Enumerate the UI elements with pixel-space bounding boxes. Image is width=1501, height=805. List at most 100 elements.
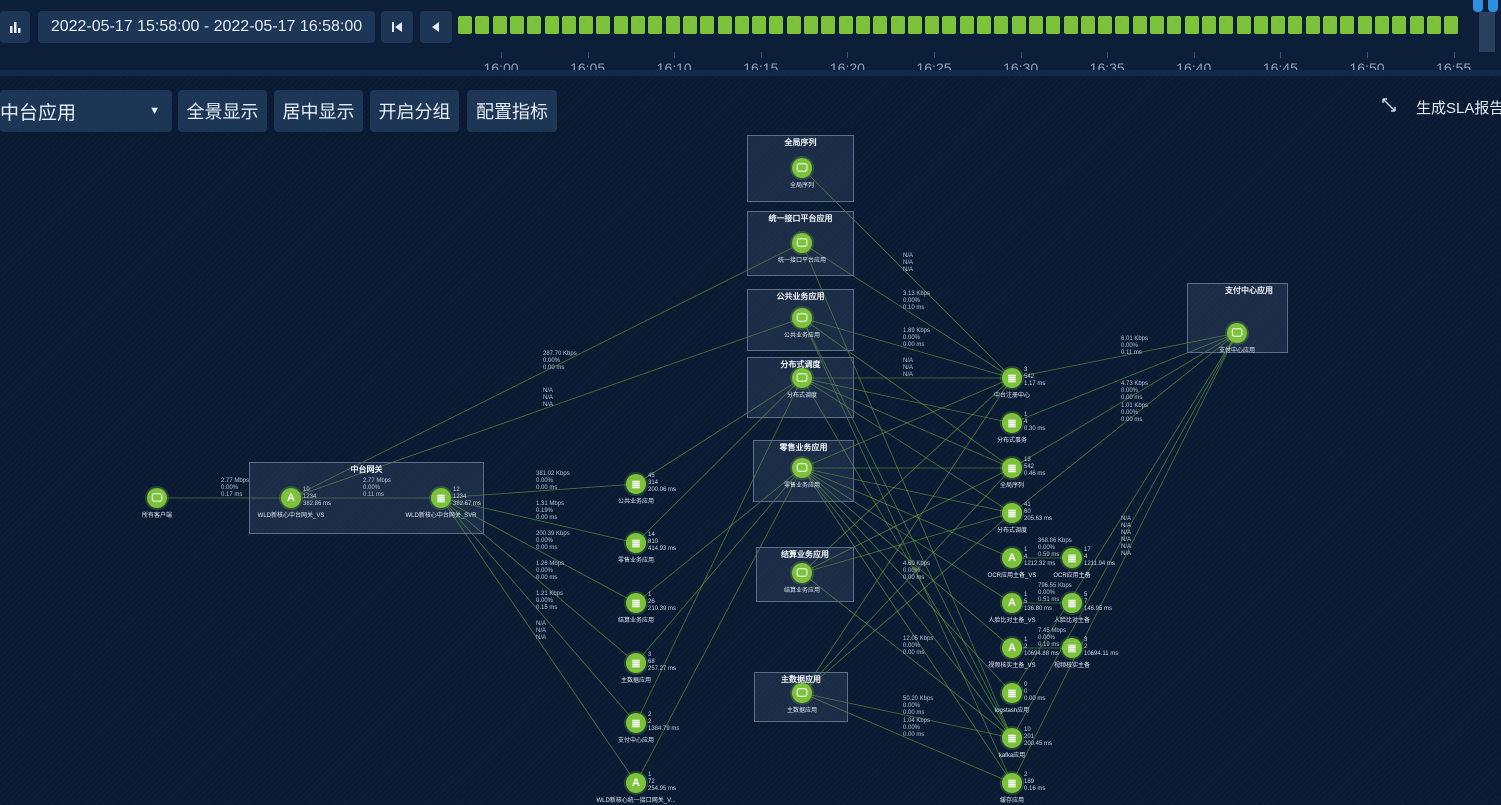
edge-zsj-g_lsyw[interactable]	[635, 467, 803, 664]
node-rlbd_vs-icon[interactable]: A	[1002, 593, 1022, 613]
timeline-segment[interactable]	[1184, 16, 1199, 34]
edge-g_zsj-fbsdd[interactable]	[801, 512, 1013, 694]
edge-hcyy-g_zfzx[interactable]	[1011, 332, 1238, 784]
timeline-segment[interactable]	[977, 16, 991, 34]
timeline-segment[interactable]	[492, 16, 507, 34]
node-zczx-icon[interactable]: ≣	[1002, 368, 1022, 388]
edge-kafka-g_zfzx[interactable]	[1011, 332, 1238, 739]
timeline-handle-icon[interactable]	[1488, 0, 1498, 12]
edge-g_zsj-zczx[interactable]	[801, 377, 1013, 694]
timeline-segment[interactable]	[579, 16, 594, 34]
timeline-segment[interactable]	[769, 16, 784, 34]
timeline-segment[interactable]	[648, 16, 663, 34]
timeline-segment[interactable]	[1150, 16, 1164, 34]
timeline-segment[interactable]	[925, 16, 940, 34]
node-ocr-icon[interactable]: ≣	[1062, 548, 1082, 568]
timeline-segment[interactable]	[631, 16, 645, 34]
timeline-segment[interactable]	[994, 16, 1009, 34]
timeline-segment[interactable]	[959, 16, 974, 34]
timeline-segment[interactable]	[1288, 16, 1303, 34]
timeline-segment[interactable]	[1132, 16, 1147, 34]
time-range-picker[interactable]: 2022-05-17 15:58:00 - 2022-05-17 16:58:0…	[38, 11, 375, 43]
chart-toggle-button[interactable]	[0, 11, 30, 43]
node-g_qjxl-icon[interactable]: 🖵	[792, 158, 812, 178]
node-jsyw-icon[interactable]: ≣	[626, 593, 646, 613]
edge-lsyw-g_fbs[interactable]	[635, 377, 803, 544]
timeline-segment[interactable]	[1392, 16, 1407, 34]
node-gw_svr-icon[interactable]: ≣	[431, 488, 451, 508]
node-rlbd-icon[interactable]: ≣	[1062, 593, 1082, 613]
timeline-segment[interactable]	[717, 16, 732, 34]
edge-logstash-g_zfzx[interactable]	[1011, 332, 1238, 694]
timeline-segment[interactable]	[1374, 16, 1389, 34]
edge-g_tyjk-zczx[interactable]	[801, 242, 1013, 379]
timeline-segment[interactable]	[821, 16, 836, 34]
edge-gw_svr-jsyw[interactable]	[440, 497, 637, 604]
edge-g_ggyw-qjxl[interactable]	[801, 317, 1013, 469]
timeline-segment[interactable]	[1409, 16, 1424, 34]
timeline-segment[interactable]	[752, 16, 767, 34]
skip-to-start-button[interactable]	[381, 11, 413, 43]
node-fbsdd-icon[interactable]: ≣	[1002, 503, 1022, 523]
timeline-segment[interactable]	[804, 16, 818, 34]
timeline-segment[interactable]	[1323, 16, 1337, 34]
node-gw_vs-icon[interactable]: A	[281, 488, 301, 508]
timeline-scrollbar[interactable]	[1479, 12, 1495, 52]
node-g_zsj-icon[interactable]: 🖵	[792, 683, 812, 703]
edge-tyjk_vs-g_lsyw[interactable]	[635, 467, 803, 784]
timeline-segment[interactable]	[700, 16, 715, 34]
edge-zfzx-g_fbs[interactable]	[635, 377, 803, 724]
timeline-segment[interactable]	[1063, 16, 1078, 34]
fit-view-button[interactable]: 全景显示	[178, 90, 267, 132]
timeline-segment[interactable]	[786, 16, 801, 34]
node-sphj-icon[interactable]: ≣	[1062, 638, 1082, 658]
config-metrics-button[interactable]: 配置指标	[467, 90, 557, 132]
timeline-segment[interactable]	[1028, 16, 1043, 34]
fullscreen-icon[interactable]	[1382, 98, 1396, 112]
edge-g_ggyw-zczx[interactable]	[801, 317, 1013, 379]
node-g_zfzx-icon[interactable]: 🖵	[1227, 323, 1247, 343]
edge-gw_svr-lsyw[interactable]	[440, 497, 637, 544]
node-tyjk_vs-icon[interactable]: A	[626, 773, 646, 793]
timeline-segment[interactable]	[1201, 16, 1216, 34]
node-kafka-icon[interactable]: ≣	[1002, 728, 1022, 748]
edge-gw_vs-g_tyjk[interactable]	[290, 242, 803, 499]
node-fbssw-icon[interactable]: ≣	[1002, 413, 1022, 433]
timeline-segment[interactable]	[544, 16, 559, 34]
edge-gw_vs-g_ggyw[interactable]	[290, 317, 803, 499]
edge-fbsdd-g_zfzx[interactable]	[1011, 332, 1238, 514]
node-logstash-icon[interactable]: ≣	[1002, 683, 1022, 703]
node-qjxl-icon[interactable]: ≣	[1002, 458, 1022, 478]
edge-qjxl-g_zfzx[interactable]	[1011, 332, 1238, 469]
node-hcyy-icon[interactable]: ≣	[1002, 773, 1022, 793]
edge-g_jsyw-fbsdd[interactable]	[801, 512, 1013, 574]
timeline-segment[interactable]	[1080, 16, 1095, 34]
edge-gw_svr-zfzx[interactable]	[440, 497, 637, 724]
timeline-segment[interactable]	[1011, 16, 1026, 34]
timeline-segment[interactable]	[1236, 16, 1251, 34]
timeline-segment[interactable]	[873, 16, 888, 34]
timeline-segment[interactable]	[1253, 16, 1268, 34]
timeline-segment[interactable]	[561, 16, 576, 34]
edge-g_ggyw-kafka[interactable]	[801, 317, 1013, 739]
timeline-segment[interactable]	[1098, 16, 1113, 34]
node-g_lsyw-icon[interactable]: 🖵	[792, 458, 812, 478]
edge-g_lsyw-sphj_vs[interactable]	[801, 467, 1013, 649]
edge-gw_svr-tyjk_vs[interactable]	[440, 497, 637, 784]
timeline-segment[interactable]	[1046, 16, 1061, 34]
timeline-segment[interactable]	[1426, 16, 1441, 34]
timeline-segment[interactable]	[509, 16, 524, 34]
edge-g_jsyw-kafka[interactable]	[801, 572, 1013, 739]
node-ggyw-icon[interactable]: ≣	[626, 474, 646, 494]
timeline-segment[interactable]	[1271, 16, 1286, 34]
timeline-segment[interactable]	[1357, 16, 1372, 34]
node-lsyw-icon[interactable]: ≣	[626, 533, 646, 553]
timeline-segment[interactable]	[1444, 16, 1459, 34]
node-ocr_vs-icon[interactable]: A	[1002, 548, 1022, 568]
edge-g_ggyw-hcyy[interactable]	[801, 317, 1013, 784]
edge-gw_svr-ggyw[interactable]	[440, 483, 637, 499]
timeline-segment[interactable]	[907, 16, 922, 34]
edge-ggyw-g_fbs[interactable]	[635, 377, 803, 485]
step-back-button[interactable]	[420, 11, 452, 43]
edge-g_jsyw-qjxl[interactable]	[801, 467, 1013, 574]
